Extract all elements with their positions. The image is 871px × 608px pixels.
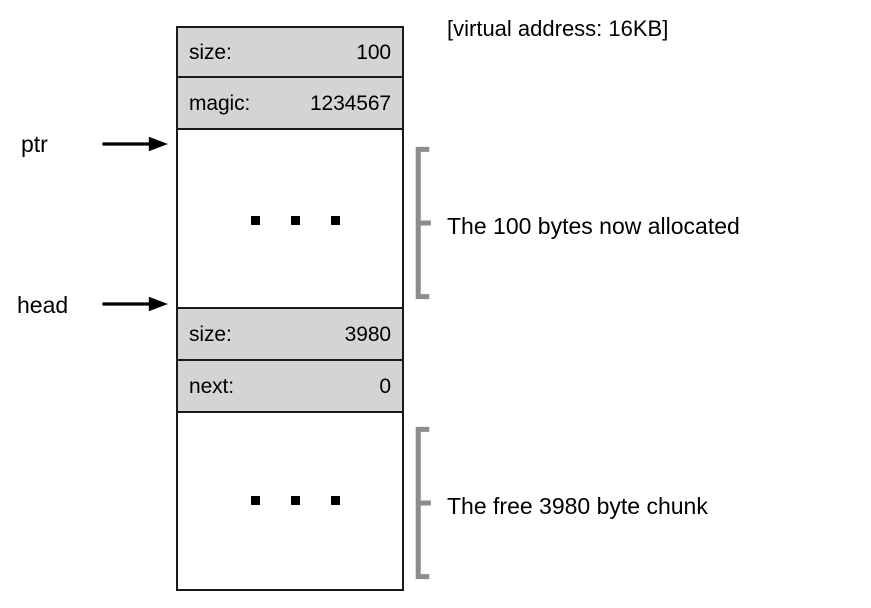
- free-ellipsis-dots: [251, 496, 340, 505]
- pointer-arrow-ptr: [102, 136, 168, 152]
- dot: [291, 496, 300, 505]
- annotation-allocated-region: The 100 bytes now allocated: [447, 213, 740, 239]
- free-header-next-row: next: 0: [176, 361, 404, 413]
- free-body-region: [176, 413, 404, 591]
- free-size-key: size:: [189, 322, 232, 346]
- free-size-value: 3980: [344, 322, 391, 346]
- virtual-address-caption: [virtual address: 16KB]: [447, 16, 669, 41]
- allocated-size-key: size:: [189, 40, 232, 64]
- annotation-free-region: The free 3980 byte chunk: [447, 493, 708, 519]
- pointer-label-ptr: ptr: [21, 131, 48, 157]
- dot: [291, 216, 300, 225]
- pointer-label-head: head: [17, 292, 69, 318]
- dot: [331, 496, 340, 505]
- pointer-arrow-head: [102, 296, 168, 312]
- allocated-magic-key: magic:: [189, 91, 251, 115]
- allocated-magic-value: 1234567: [309, 91, 391, 115]
- dot: [331, 216, 340, 225]
- allocated-header-size-row: size: 100: [176, 26, 404, 78]
- dot: [251, 216, 260, 225]
- brace-allocated-region: [415, 146, 431, 300]
- allocated-size-value: 100: [356, 40, 391, 64]
- allocated-ellipsis-dots: [251, 216, 340, 225]
- dot: [251, 496, 260, 505]
- free-header-size-row: size: 3980: [176, 309, 404, 361]
- free-next-value: 0: [379, 374, 391, 398]
- allocated-body-region: [176, 130, 404, 309]
- allocated-header-magic-row: magic: 1234567: [176, 78, 404, 130]
- free-next-key: next:: [189, 374, 235, 398]
- brace-free-region: [415, 426, 431, 580]
